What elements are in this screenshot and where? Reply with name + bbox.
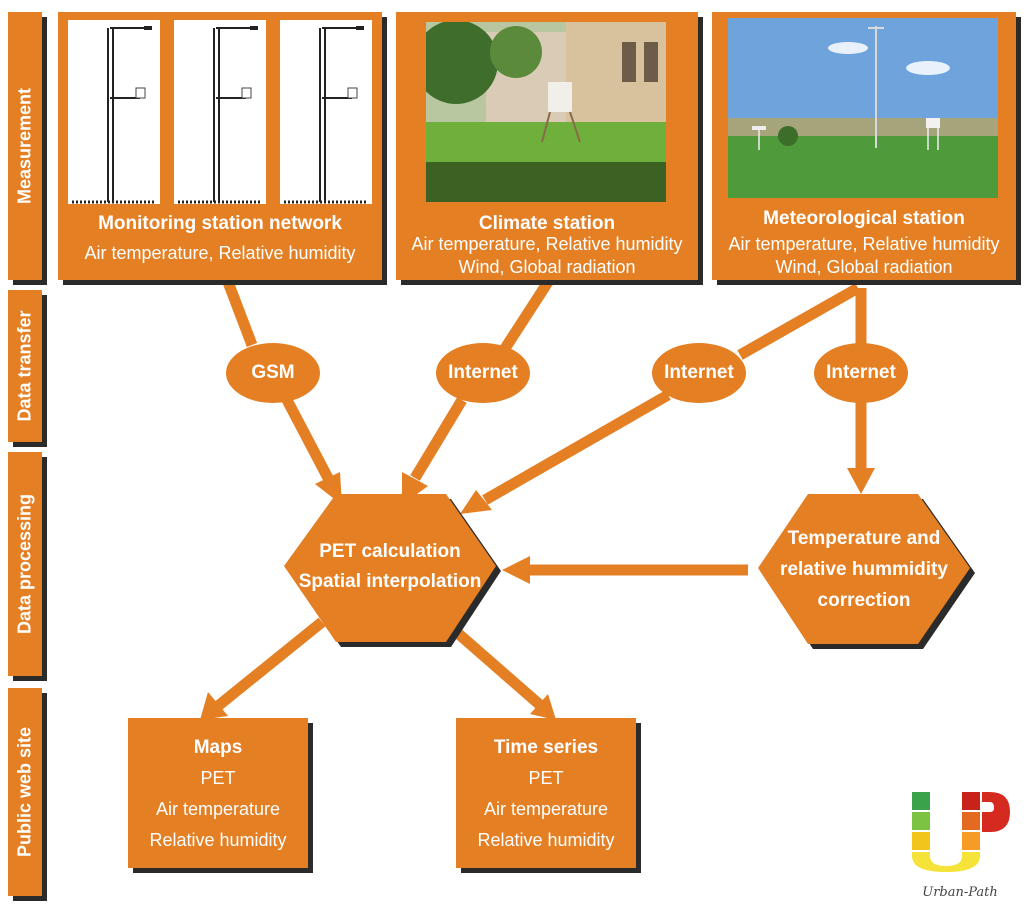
maps-item-pet: PET — [200, 768, 236, 788]
timeseries-box: Time series PET Air temperature Relative… — [456, 718, 636, 868]
arrow-pet-to-maps — [214, 617, 326, 711]
arrow-climate-to-internet1 — [499, 279, 553, 353]
pole-panel-3 — [280, 20, 372, 204]
meteorological-station-photo — [728, 18, 998, 198]
arrow-pet-to-timeseries — [441, 617, 544, 710]
logo-caption: Urban-Path — [922, 885, 998, 900]
arrowhead-pet-from-correction — [502, 556, 530, 584]
meteorological-station-box: Meteorological station Air temperature, … — [712, 12, 1016, 280]
correction-line2: relative hummidity — [780, 559, 948, 580]
correction-hexagon-text: Temperature and relative hummidity corre… — [758, 523, 970, 616]
pet-hexagon-text: PET calculation Spatial interpolation — [284, 537, 496, 597]
arrowhead-correction-from-internet3 — [847, 468, 875, 494]
arrow-internet1-to-pet — [410, 397, 467, 481]
arrowhead-maps — [200, 692, 228, 720]
climate-station-photo — [426, 22, 666, 202]
correction-hexagon — [758, 494, 970, 644]
timeseries-item-air-temperature: Air temperature — [483, 799, 609, 819]
pole-icon — [178, 26, 262, 204]
arrowhead-timeseries — [530, 694, 556, 720]
arrow-meteo-to-internet2 — [737, 283, 861, 360]
timeseries-title: Time series — [493, 737, 599, 758]
pole-panel-1 — [68, 20, 160, 204]
pet-line1: PET calculation — [319, 541, 461, 562]
correction-line1: Temperature and — [787, 528, 941, 549]
correction-line3: correction — [817, 590, 911, 611]
arrow-internet2-to-pet — [482, 390, 671, 505]
monitoring-title: Monitoring station network — [98, 213, 342, 234]
pole-icon — [284, 26, 368, 204]
pet-line2: Spatial interpolation — [298, 571, 482, 592]
climate-line1: Air temperature, Relative humidity — [411, 234, 683, 254]
pole-icon — [72, 26, 156, 204]
arrow-gsm-to-pet — [282, 397, 333, 481]
side-label-data-processing: Data processing — [8, 452, 42, 676]
up-logo-icon — [912, 792, 1010, 872]
meteorological-title: Meteorological station — [763, 208, 965, 229]
internet-node-1: Internet — [436, 343, 530, 403]
climate-title: Climate station — [478, 213, 616, 234]
pole-panel-2 — [174, 20, 266, 204]
maps-item-air-temperature: Air temperature — [155, 799, 281, 819]
side-label-measurement: Measurement — [8, 12, 42, 280]
internet-node-2: Internet — [652, 343, 746, 403]
monitoring-station-box: Monitoring station network Air temperatu… — [58, 12, 382, 280]
monitoring-line1: Air temperature, Relative humidity — [84, 243, 356, 263]
internet-node-3: Internet — [814, 343, 908, 403]
urban-path-logo: Urban-Path — [910, 788, 1010, 900]
arrow-monitoring-to-gsm — [222, 280, 258, 347]
gsm-node: GSM — [226, 343, 320, 403]
climate-line2: Wind, Global radiation — [458, 257, 636, 277]
pet-hexagon — [284, 494, 496, 642]
side-label-public-web-site: Public web site — [8, 688, 42, 896]
maps-box: Maps PET Air temperature Relative humidi… — [128, 718, 308, 868]
climate-station-box: Climate station Air temperature, Relativ… — [396, 12, 698, 280]
meteorological-line1: Air temperature, Relative humidity — [728, 234, 1000, 254]
maps-title: Maps — [193, 737, 243, 758]
side-label-data-transfer: Data transfer — [8, 290, 42, 442]
meteorological-line2: Wind, Global radiation — [775, 257, 953, 277]
timeseries-item-relative-humidity: Relative humidity — [477, 830, 615, 850]
arrowhead-pet-from-internet2 — [460, 490, 492, 514]
timeseries-item-pet: PET — [528, 768, 564, 788]
maps-item-relative-humidity: Relative humidity — [149, 830, 287, 850]
